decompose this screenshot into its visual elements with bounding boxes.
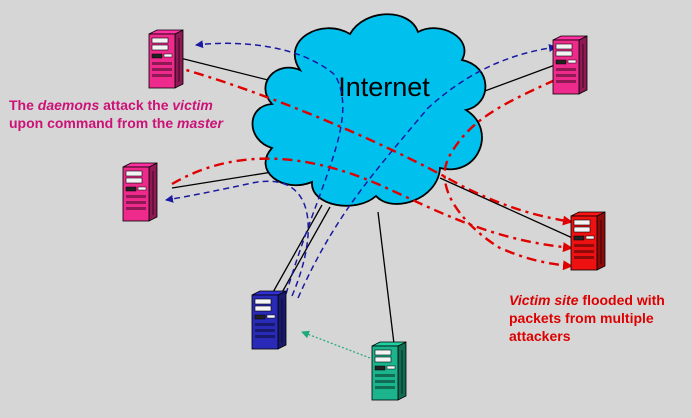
command-arrow-top-left bbox=[195, 40, 344, 295]
hosts bbox=[122, 29, 606, 401]
master-host bbox=[251, 290, 287, 350]
link-victim bbox=[439, 177, 589, 246]
link-daemon-mid-left bbox=[171, 169, 286, 189]
victim-host bbox=[570, 211, 606, 271]
daemon-host-mid-left bbox=[122, 162, 158, 222]
command-arrow-mid-left bbox=[165, 180, 309, 297]
daemon-host-top-left bbox=[148, 29, 184, 89]
attack-arrow-3 bbox=[443, 78, 573, 271]
attack-paths bbox=[171, 64, 573, 271]
network-links bbox=[171, 55, 589, 353]
command-arrow-top-right bbox=[297, 44, 557, 299]
caption-fragment: daemons bbox=[37, 97, 100, 113]
attack-arrow-1 bbox=[171, 64, 573, 226]
link-master-2 bbox=[279, 206, 331, 297]
internet-cloud: Internet bbox=[251, 13, 487, 207]
caption-fragment: victim bbox=[172, 97, 213, 113]
daemons-caption: The daemons attack the victim upon comma… bbox=[9, 96, 239, 132]
daemon-host-top-right bbox=[552, 35, 588, 95]
command-paths bbox=[165, 40, 557, 299]
caption-fragment: attack the bbox=[99, 97, 173, 113]
attack-arrow-2 bbox=[171, 157, 573, 253]
caption-fragment: The bbox=[9, 97, 38, 113]
caption-fragment: Victim site bbox=[509, 292, 579, 308]
caption-fragment: master bbox=[177, 115, 223, 131]
caption-fragment: flooded with packets from multiple attac… bbox=[509, 292, 665, 344]
caption-fragment: upon command from the bbox=[9, 115, 177, 131]
control-arrow bbox=[301, 330, 371, 359]
link-attacker bbox=[377, 211, 396, 353]
victim-caption: Victim site flooded with packets from mu… bbox=[509, 291, 689, 345]
link-master-1 bbox=[271, 204, 323, 295]
cloud-label: Internet bbox=[338, 72, 430, 102]
attacker-host bbox=[371, 341, 407, 401]
